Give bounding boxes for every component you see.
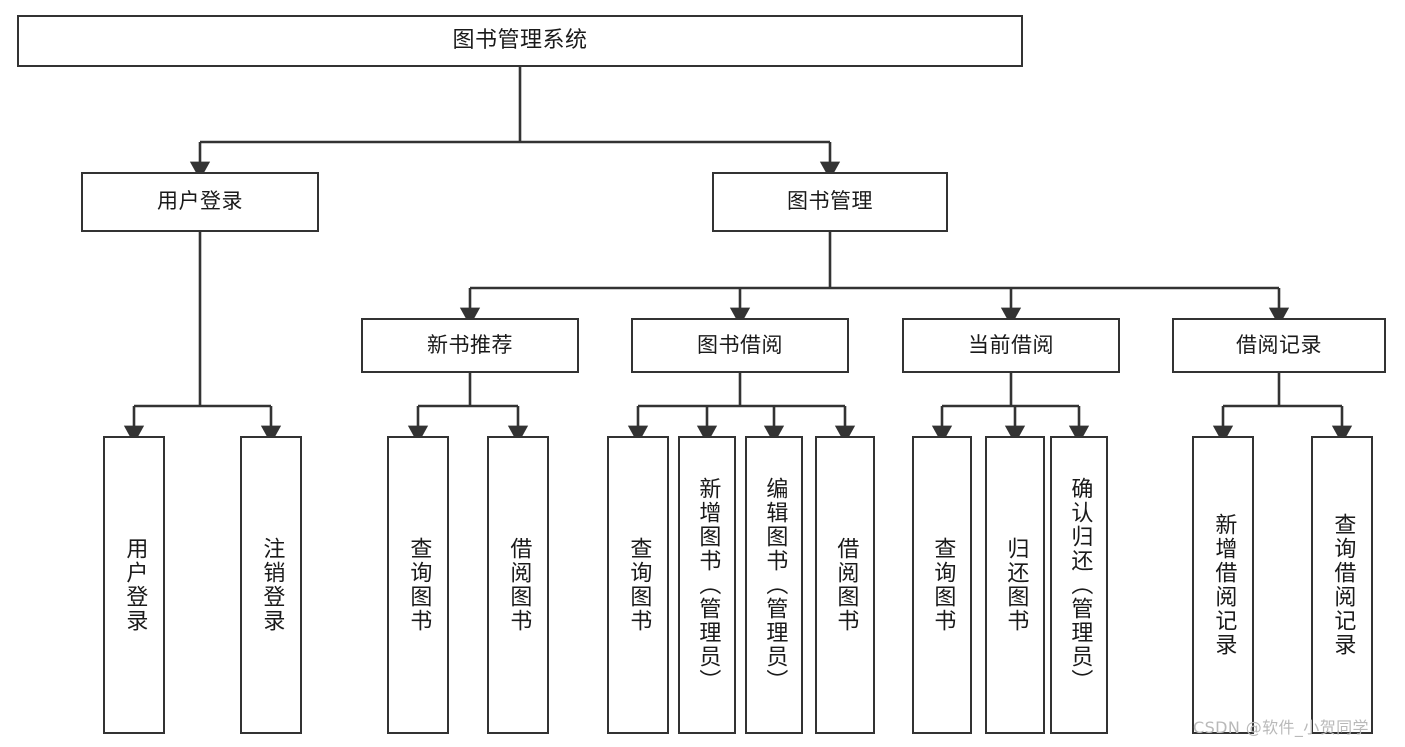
node-label: 用户登录	[122, 537, 148, 633]
node-label: 查询图书	[930, 537, 956, 633]
node-label: 查询图书	[626, 537, 652, 633]
node-user-login[interactable]: 用户登录	[81, 172, 319, 232]
node-label: 图书借阅	[697, 332, 783, 357]
node-leaf-add-book[interactable]: 新增图书（管理员）	[678, 436, 736, 734]
node-label: 注销登录	[259, 537, 285, 633]
node-leaf-add-record[interactable]: 新增借阅记录	[1192, 436, 1254, 734]
node-label: 新增图书（管理员）	[695, 477, 721, 693]
node-leaf-borrow-book-1[interactable]: 借阅图书	[487, 436, 549, 734]
node-leaf-user-login[interactable]: 用户登录	[103, 436, 165, 734]
node-label: 归还图书	[1003, 537, 1029, 633]
node-leaf-query-book-1[interactable]: 查询图书	[387, 436, 449, 734]
node-current-borrow[interactable]: 当前借阅	[902, 318, 1120, 373]
node-label: 编辑图书（管理员）	[762, 477, 788, 693]
node-label: 借阅记录	[1236, 332, 1322, 357]
node-leaf-confirm-return[interactable]: 确认归还（管理员）	[1050, 436, 1108, 734]
node-label: 借阅图书	[506, 537, 532, 633]
node-label: 查询借阅记录	[1330, 513, 1356, 657]
node-leaf-borrow-book-2[interactable]: 借阅图书	[815, 436, 875, 734]
node-new-book-rec[interactable]: 新书推荐	[361, 318, 579, 373]
node-leaf-edit-book[interactable]: 编辑图书（管理员）	[745, 436, 803, 734]
node-leaf-return-book[interactable]: 归还图书	[985, 436, 1045, 734]
node-root[interactable]: 图书管理系统	[17, 15, 1023, 67]
node-label: 图书管理系统	[452, 27, 588, 53]
node-label: 当前借阅	[968, 332, 1054, 357]
node-label: 查询图书	[406, 537, 432, 633]
node-leaf-user-logout[interactable]: 注销登录	[240, 436, 302, 734]
node-label: 图书管理	[787, 189, 873, 214]
node-label: 用户登录	[157, 189, 243, 214]
node-book-borrow[interactable]: 图书借阅	[631, 318, 849, 373]
node-leaf-query-record[interactable]: 查询借阅记录	[1311, 436, 1373, 734]
node-borrow-record[interactable]: 借阅记录	[1172, 318, 1386, 373]
node-leaf-query-book-3[interactable]: 查询图书	[912, 436, 972, 734]
node-leaf-query-book-2[interactable]: 查询图书	[607, 436, 669, 734]
node-label: 确认归还（管理员）	[1067, 477, 1093, 693]
node-book-manage[interactable]: 图书管理	[712, 172, 948, 232]
watermark: CSDN @软件_小贺同学	[1193, 718, 1369, 737]
node-label: 新增借阅记录	[1211, 513, 1237, 657]
node-label: 借阅图书	[833, 537, 859, 633]
node-label: 新书推荐	[427, 332, 513, 357]
